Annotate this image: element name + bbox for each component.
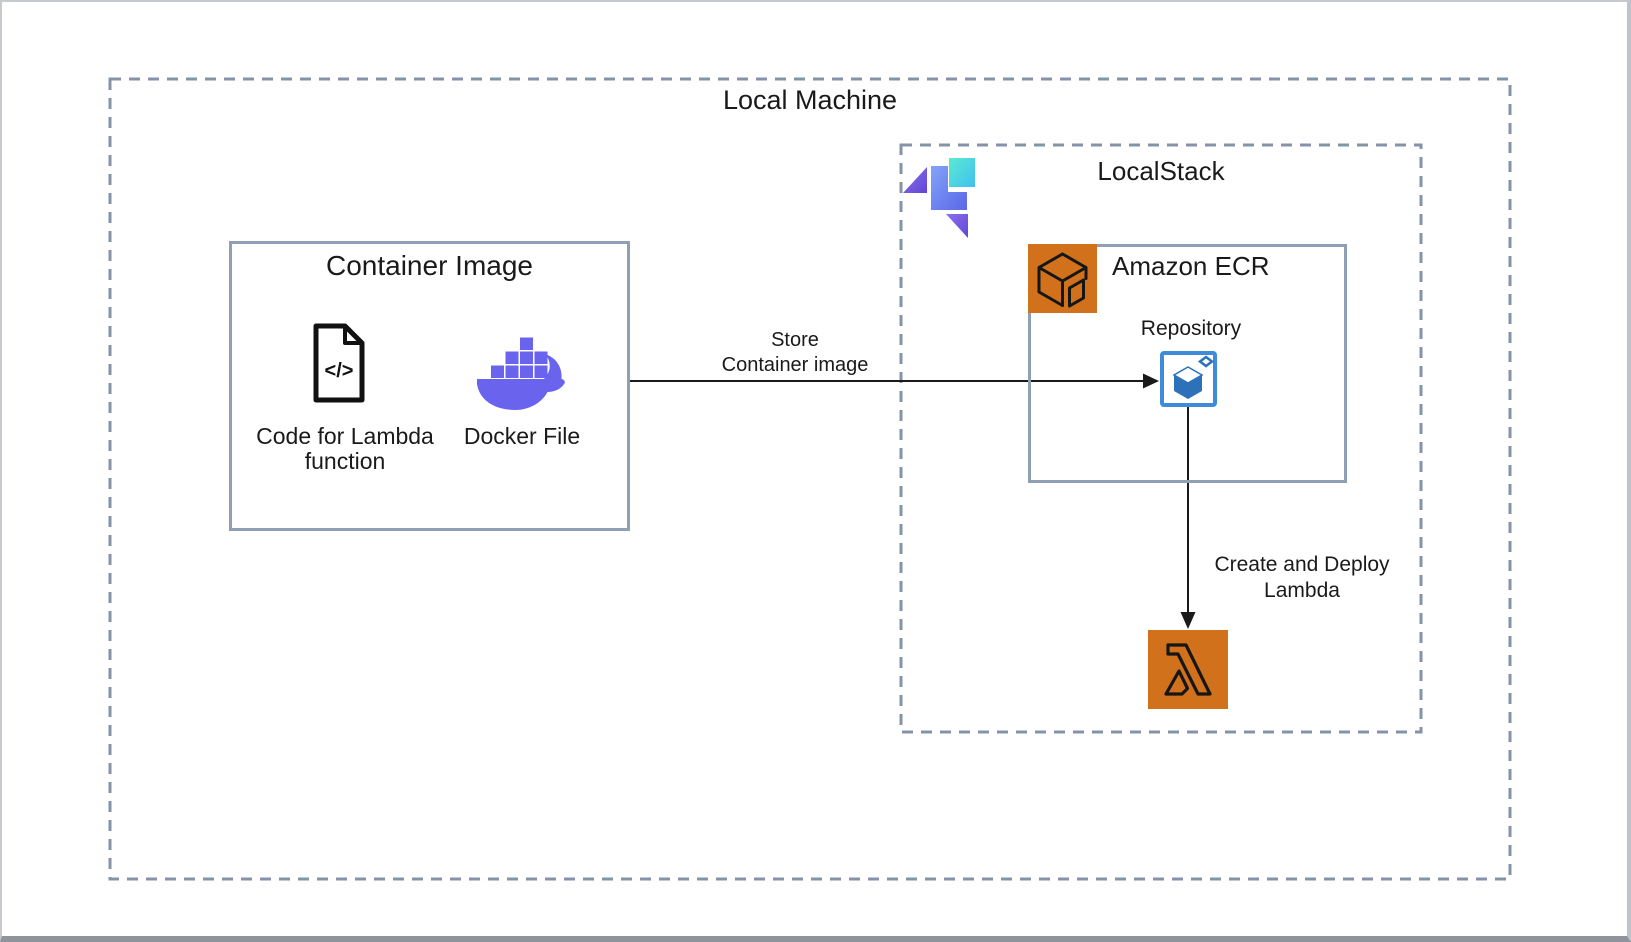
localstack-logo-square (949, 158, 975, 187)
docker-container-box (505, 365, 519, 378)
container-image-box (229, 241, 630, 531)
localstack-title: LocalStack (1097, 156, 1225, 186)
lambda-glyph-leg (1164, 669, 1190, 696)
lambda-icon-background (1148, 630, 1228, 709)
amazon-ecr-icon (1028, 244, 1097, 313)
repository-label: Repository (1140, 317, 1242, 340)
deploy-arrow-head (1180, 612, 1196, 629)
local-machine-title: Local Machine (722, 85, 898, 115)
code-file-icon: </> (313, 323, 365, 403)
docker-container-box (491, 365, 504, 378)
repository-icon-cube-top (1172, 366, 1204, 384)
docker-container-box (520, 365, 533, 378)
docker-whale-icon (477, 337, 565, 410)
docker-container-box (534, 365, 548, 378)
code-for-lambda-label: Code for Lambda function (245, 424, 445, 473)
store-container-image-label: Store Container image (695, 328, 895, 378)
docker-container-box (505, 351, 519, 364)
amazon-ecr-box (1028, 244, 1347, 483)
docker-whale-body (477, 379, 565, 410)
localstack-logo-triangle-left (903, 167, 927, 193)
repository-icon-diamond (1197, 355, 1215, 368)
code-file-glyph: </> (325, 360, 354, 382)
code-file-fold (343, 326, 362, 345)
lambda-glyph-band (1166, 643, 1212, 696)
amazon-ecr-title: Amazon ECR (1112, 251, 1270, 281)
deploy-label-line1: Create and Deploy (1214, 553, 1390, 576)
docker-container-box (520, 337, 533, 350)
docker-file-label: Docker File (463, 423, 581, 449)
ecr-icon-cube (1037, 252, 1088, 307)
store-label-line1: Store (771, 329, 819, 351)
localstack-logo-triangle-bottom (946, 214, 968, 238)
ecr-icon-door (1068, 278, 1085, 308)
docker-whale-tail (544, 354, 562, 379)
ecr-repository-icon (1160, 351, 1217, 407)
code-label-line1: Code for Lambda (256, 423, 434, 449)
store-label-line2: Container image (721, 354, 869, 376)
localstack-logo-l-shape (931, 166, 967, 210)
localstack-logo (903, 158, 975, 238)
create-deploy-lambda-label: Create and Deploy Lambda (1212, 552, 1392, 604)
container-image-title: Container Image (325, 250, 533, 281)
docker-container-box (520, 351, 533, 364)
deploy-label-line2: Lambda (1264, 579, 1340, 602)
docker-container-box (534, 351, 548, 364)
code-label-line2: function (304, 447, 386, 474)
aws-lambda-icon (1148, 630, 1228, 709)
